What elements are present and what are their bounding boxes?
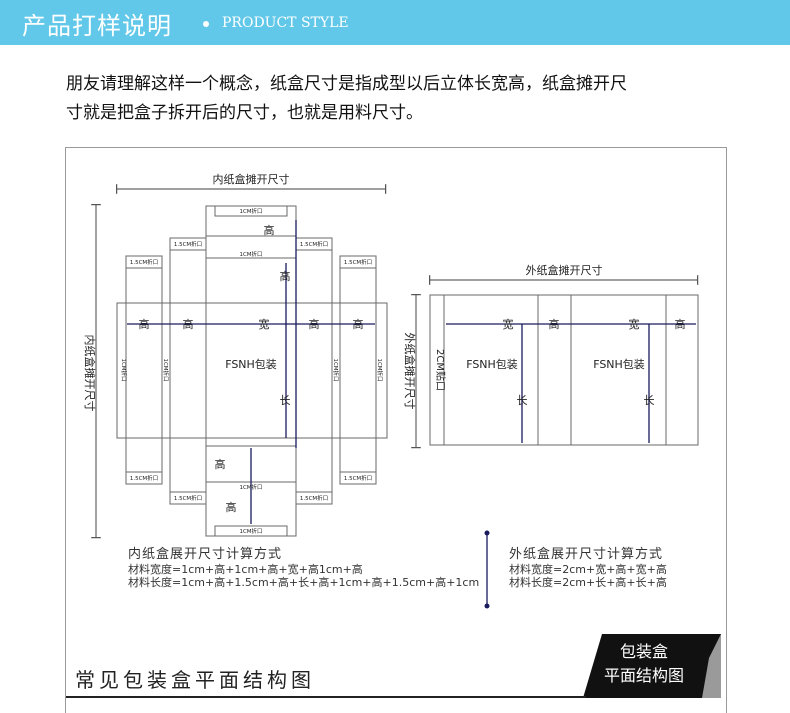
inner-middle-band (116, 302, 388, 439)
inner-tab-bfl (125, 471, 163, 485)
outer-brand-1: FSNH包装 (466, 358, 518, 371)
inner-tab-15cm-bfl: 1.5CM折口 (130, 474, 158, 482)
inner-gao-lower: 高 (215, 457, 226, 471)
badge-accent (702, 634, 721, 698)
inner-formula-width: 材料宽度=1cm+高+1cm+高+宽+高1cm+高 (128, 563, 363, 576)
separator-dot-bottom (484, 603, 490, 609)
inner-brand-label: FSNH包装 (225, 358, 277, 371)
inner-tab-1cm-bottom: 1CM折口 (239, 527, 262, 535)
inner-formula-length: 材料长度=1cm+高+1.5cm+高+长+高+1cm+高+1.5cm+高+1cm (128, 576, 480, 589)
inner-tab-15cm-bl: 1.5CM折口 (174, 494, 202, 502)
inner-tab-tl (169, 237, 207, 251)
inner-tab-15cm-fl: 1.5CM折口 (130, 258, 158, 266)
diagram-frame: 内纸盒摊开尺寸 内纸盒摊开尺寸 (65, 147, 727, 713)
badge-line-1: 包装盒 (619, 642, 668, 661)
diagram-caption: 常见包装盒平面结构图 (75, 668, 315, 692)
inner-left-flap (169, 249, 207, 493)
inner-top-tab (214, 205, 288, 217)
inner-gao-4: 高 (353, 317, 364, 331)
inner-length-label: 内纸盒摊开尺寸 (83, 335, 97, 412)
outer-kuan-2: 宽 (629, 317, 640, 331)
inner-bottom-tab (214, 525, 288, 537)
inner-tab-1cm-lower: 1CM折口 (239, 483, 262, 491)
inner-tab-15cm-tl: 1.5CM折口 (174, 240, 202, 248)
outer-formula-block: 外纸盒展开尺寸计算方式 材料宽度=2cm+宽+高+宽+高 材料长度=2cm+长+… (509, 547, 667, 589)
outer-formula-title: 外纸盒展开尺寸计算方式 (509, 547, 664, 562)
inner-tab-fl (125, 255, 163, 269)
outer-sheet (429, 294, 699, 446)
inner-tab-1cm-right2: 1CM折口 (332, 358, 340, 381)
inner-tab-br (295, 491, 333, 505)
inner-gao-top: 高 (264, 223, 275, 237)
inner-tab-15cm-tr: 1.5CM折口 (300, 240, 328, 248)
inner-gao-2: 高 (183, 317, 194, 331)
inner-tab-1cm-left: 1CM折口 (120, 358, 128, 381)
inner-tab-bl (169, 491, 207, 505)
inner-tab-1cm-upper: 1CM折口 (239, 250, 262, 258)
inner-tab-1cm-left2: 1CM折口 (162, 358, 170, 381)
inner-kuan: 宽 (259, 317, 270, 331)
inner-far-left-flap (125, 255, 163, 473)
inner-formula-block: 内纸盒展开尺寸计算方式 材料宽度=1cm+高+1cm+高+宽+高1cm+高 材料… (128, 547, 479, 589)
inner-right-flap (295, 249, 333, 493)
outer-width-label: 外纸盒摊开尺寸 (526, 263, 603, 277)
header-bullet-dot (203, 21, 209, 27)
box-diagram-svg: 内纸盒摊开尺寸 内纸盒摊开尺寸 (83, 172, 721, 698)
inner-tab-fr (339, 255, 377, 269)
inner-gao-1: 高 (139, 317, 150, 331)
outer-chang-2: 长 (644, 394, 655, 407)
intro-paragraph: 朋友请理解这样一个概念，纸盒尺寸是指成型以后立体长宽高，纸盒摊开尺 寸就是把盒子… (66, 70, 746, 128)
intro-line-1: 朋友请理解这样一个概念，纸盒尺寸是指成型以后立体长宽高，纸盒摊开尺 (66, 74, 627, 94)
inner-width-label: 内纸盒摊开尺寸 (213, 172, 290, 186)
outer-glue-tab: 2CM贴口 (434, 349, 447, 391)
outer-formula-width: 材料宽度=2cm+宽+高+宽+高 (509, 563, 667, 576)
inner-formula-title: 内纸盒展开尺寸计算方式 (128, 547, 283, 562)
inner-tab-15cm-br: 1.5CM折口 (300, 494, 328, 502)
badge-line-2: 平面结构图 (603, 666, 684, 685)
inner-gao-upper: 高 (280, 269, 291, 283)
outer-kuan-1: 宽 (503, 317, 514, 331)
inner-tab-15cm-bfr: 1.5CM折口 (344, 474, 372, 482)
inner-tab-1cm-top: 1CM折口 (239, 207, 262, 215)
inner-chang: 长 (280, 394, 291, 407)
header-subtitle: PRODUCT STYLE (222, 15, 349, 31)
inner-far-right-flap (339, 255, 377, 473)
inner-tab-bfr (339, 471, 377, 485)
outer-gao-2: 高 (675, 317, 686, 331)
inner-gao-3: 高 (309, 317, 320, 331)
header-title: 产品打样说明 (22, 12, 172, 40)
intro-line-2: 寸就是把盒子拆开后的尺寸，也就是用料尺寸。 (66, 103, 423, 123)
outer-box-group: 外纸盒摊开尺寸 外纸盒摊开尺寸 宽 高 宽 高 FSNH包装 (403, 263, 699, 449)
outer-brand-2: FSNH包装 (593, 358, 645, 371)
badge-label: 包装盒 平面结构图 (598, 640, 690, 688)
inner-tab-1cm-right: 1CM折口 (376, 358, 384, 381)
outer-chang-1: 长 (517, 394, 528, 407)
badge-background (583, 634, 721, 698)
separator-dot-top (484, 530, 490, 536)
inner-gao-bottom: 高 (226, 500, 237, 514)
outer-length-label: 外纸盒摊开尺寸 (403, 333, 417, 410)
outer-formula-length: 材料长度=2cm+长+高+长+高 (509, 576, 667, 589)
inner-tab-15cm-fr: 1.5CM折口 (344, 258, 372, 266)
header-banner: 产品打样说明 PRODUCT STYLE (0, 0, 790, 45)
caption-underline (66, 696, 586, 698)
inner-box-group: 内纸盒摊开尺寸 内纸盒摊开尺寸 (83, 172, 388, 539)
outer-gao-1: 高 (549, 317, 560, 331)
